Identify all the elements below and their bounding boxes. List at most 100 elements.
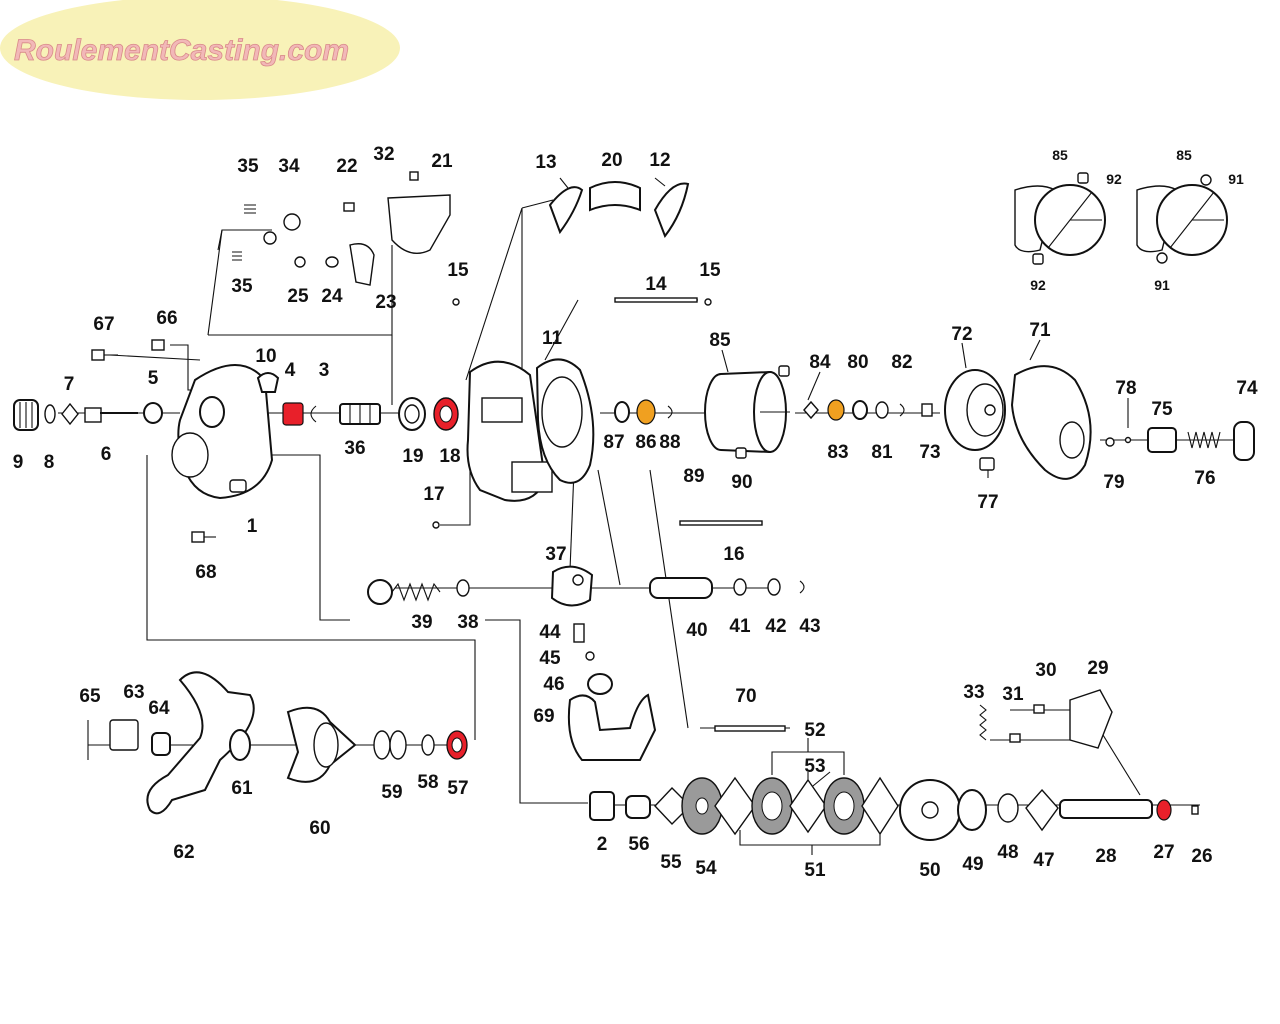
part-label-75: 75 (1151, 399, 1173, 420)
part-label-2: 2 (597, 834, 608, 855)
part-label-35b: 35 (231, 276, 253, 297)
part-label-90: 90 (731, 472, 752, 493)
part-label-59: 59 (381, 782, 402, 803)
part-label-38: 38 (457, 612, 478, 633)
part-label-76: 76 (1194, 468, 1215, 489)
part-label-19: 19 (402, 446, 423, 467)
part-label-86: 86 (635, 432, 656, 453)
part-label-5: 5 (148, 368, 159, 389)
part-label-13: 13 (535, 152, 556, 173)
part-label-74: 74 (1236, 378, 1258, 399)
part-label-54: 54 (695, 858, 717, 879)
part-label-68: 68 (195, 562, 216, 583)
part-label-33: 33 (963, 682, 984, 703)
watermark-logo: RoulementCasting.com (0, 0, 400, 100)
part-label-35a: 35 (237, 156, 259, 177)
part-label-61: 61 (231, 778, 253, 799)
part-label-40: 40 (686, 620, 707, 641)
part-label-80: 80 (847, 352, 868, 373)
part-label-82: 82 (891, 352, 912, 373)
part-label-25: 25 (287, 286, 309, 307)
part-label-24: 24 (321, 286, 343, 307)
inset1-label-92b: 92 (1030, 277, 1046, 293)
part-label-39: 39 (411, 612, 432, 633)
part-label-62: 62 (173, 842, 194, 863)
part-label-44: 44 (539, 622, 561, 643)
part-label-70: 70 (735, 686, 756, 707)
part-label-12: 12 (649, 150, 670, 171)
part-label-45: 45 (539, 648, 561, 669)
part-label-57: 57 (447, 778, 468, 799)
part-label-23: 23 (375, 292, 396, 313)
part-label-42: 42 (765, 616, 786, 637)
part-label-78: 78 (1115, 378, 1136, 399)
part-label-53: 53 (804, 756, 825, 777)
part-label-27: 27 (1153, 842, 1174, 863)
part-label-34: 34 (278, 156, 300, 177)
part-label-7: 7 (64, 374, 75, 395)
part-label-46: 46 (543, 674, 564, 695)
part-label-22: 22 (336, 156, 357, 177)
part-label-83: 83 (827, 442, 848, 463)
part-label-11: 11 (542, 328, 563, 349)
inset2-label-91a: 91 (1228, 171, 1244, 187)
part-label-30: 30 (1035, 660, 1056, 681)
part-label-56: 56 (628, 834, 649, 855)
part-label-50: 50 (919, 860, 940, 881)
part-label-60: 60 (309, 818, 330, 839)
part-label-3: 3 (319, 360, 330, 381)
part-label-29: 29 (1087, 658, 1108, 679)
part-label-69: 69 (533, 706, 554, 727)
part-label-67: 67 (93, 314, 114, 335)
part-label-28: 28 (1095, 846, 1116, 867)
part-label-52: 52 (804, 720, 825, 741)
part-label-41: 41 (729, 616, 751, 637)
part-label-71: 71 (1029, 320, 1051, 341)
part-label-20: 20 (601, 150, 622, 171)
part-label-48: 48 (997, 842, 1018, 863)
inset2-label-91b: 91 (1154, 277, 1170, 293)
part-label-87: 87 (603, 432, 624, 453)
part-label-4: 4 (285, 360, 296, 381)
part-label-49: 49 (962, 854, 983, 875)
part-label-16: 16 (723, 544, 744, 565)
inset1-label-85: 85 (1052, 147, 1068, 163)
part-label-1: 1 (247, 516, 258, 537)
part-label-37: 37 (545, 544, 566, 565)
part-label-17: 17 (423, 484, 444, 505)
part-label-55: 55 (660, 852, 682, 873)
part-label-58: 58 (417, 772, 438, 793)
part-label-85: 85 (709, 330, 731, 351)
part-label-81: 81 (871, 442, 893, 463)
part-label-43: 43 (799, 616, 820, 637)
part-labels: 9 8 7 6 5 67 66 10 4 3 1 68 36 19 18 17 … (13, 144, 1258, 881)
part-label-14: 14 (645, 274, 667, 295)
part-label-21: 21 (431, 151, 453, 172)
part-label-8: 8 (44, 452, 55, 473)
inset2-label-85: 85 (1176, 147, 1192, 163)
part-label-18: 18 (439, 446, 460, 467)
part-label-77: 77 (977, 492, 998, 513)
part-label-89: 89 (683, 466, 704, 487)
part-label-9: 9 (13, 452, 24, 473)
part-label-36: 36 (344, 438, 365, 459)
part-label-84: 84 (809, 352, 831, 373)
part-label-15b: 15 (699, 260, 721, 281)
part-label-72: 72 (951, 324, 972, 345)
part-label-10: 10 (255, 346, 276, 367)
part-label-6: 6 (101, 444, 112, 465)
part-label-15a: 15 (447, 260, 469, 281)
part-label-73: 73 (919, 442, 940, 463)
part-label-31: 31 (1002, 684, 1024, 705)
svg-text:RoulementCasting.com: RoulementCasting.com (14, 34, 349, 67)
part-label-47: 47 (1033, 850, 1054, 871)
part-label-64: 64 (148, 698, 170, 719)
part-label-32: 32 (373, 144, 394, 165)
parts-drawings (13, 171, 1255, 841)
part-label-63: 63 (123, 682, 144, 703)
part-label-79: 79 (1103, 472, 1124, 493)
part-label-65: 65 (79, 686, 101, 707)
part-label-26: 26 (1191, 846, 1212, 867)
part-label-66: 66 (156, 308, 177, 329)
